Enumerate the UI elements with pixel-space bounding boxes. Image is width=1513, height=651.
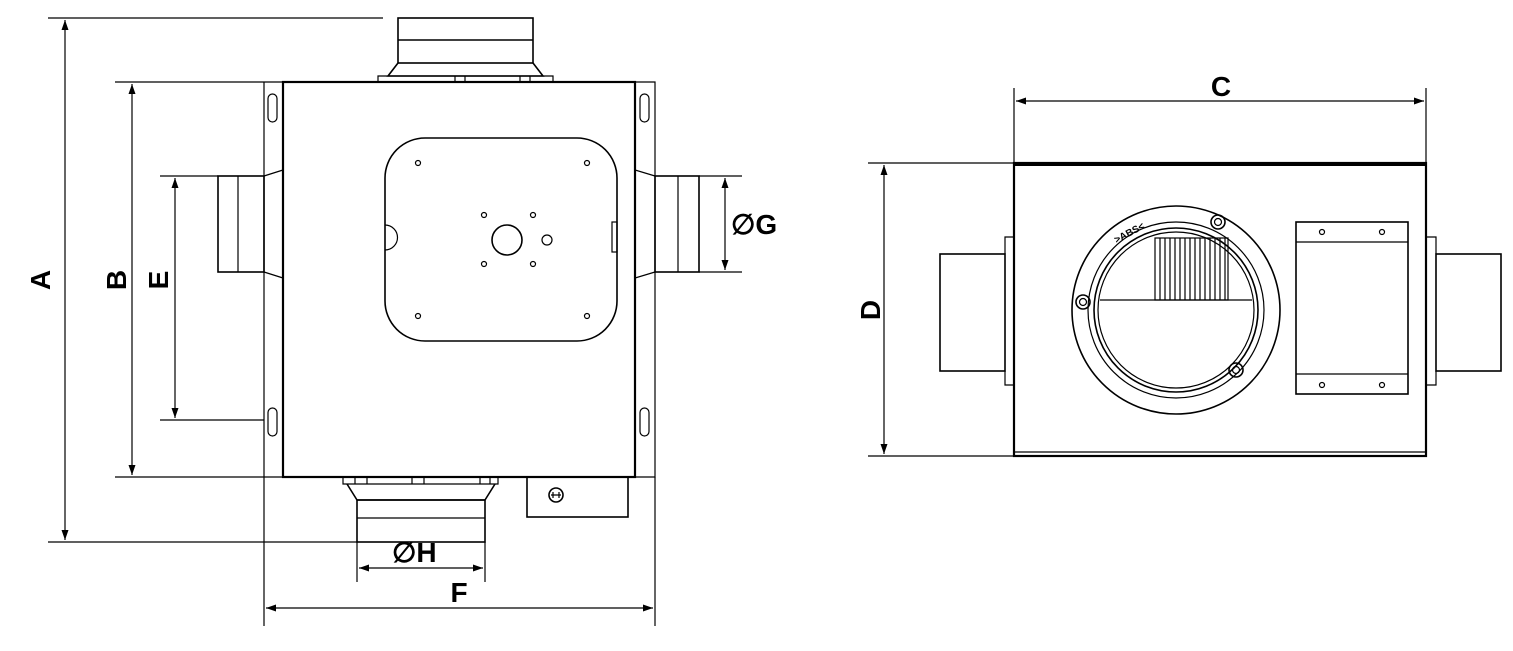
side-left-duct: [939, 236, 1014, 386]
front-view: A B E ∅G ∅H F: [25, 17, 777, 626]
dim-label-c: C: [1211, 71, 1231, 102]
dim-label-d: D: [855, 300, 886, 320]
fan-inlet: >ABS<: [1071, 205, 1281, 415]
side-housing: [1012, 161, 1428, 458]
dim-label-f: F: [450, 577, 467, 608]
side-right-duct: [1426, 236, 1502, 386]
side-view: >ABS< C D: [855, 71, 1502, 458]
left-side-duct: [217, 169, 284, 279]
extension-lines: [48, 17, 742, 626]
fan-impeller-blades: [1154, 237, 1229, 301]
dim-label-b: B: [101, 270, 132, 290]
bottom-duct: [342, 477, 499, 543]
terminal-box: [526, 476, 629, 518]
electrical-panel: [1295, 221, 1409, 395]
main-housing: [263, 80, 656, 479]
dim-label-e: E: [143, 271, 174, 290]
right-side-duct: [634, 169, 700, 279]
dim-label-h: ∅H: [392, 537, 437, 568]
side-extension-lines: [868, 88, 1427, 457]
dim-label-g: ∅G: [731, 209, 777, 240]
inspection-cover: [384, 137, 618, 342]
top-duct: [377, 17, 554, 83]
dimension-lines: [61, 20, 729, 612]
dim-label-a: A: [25, 270, 56, 290]
